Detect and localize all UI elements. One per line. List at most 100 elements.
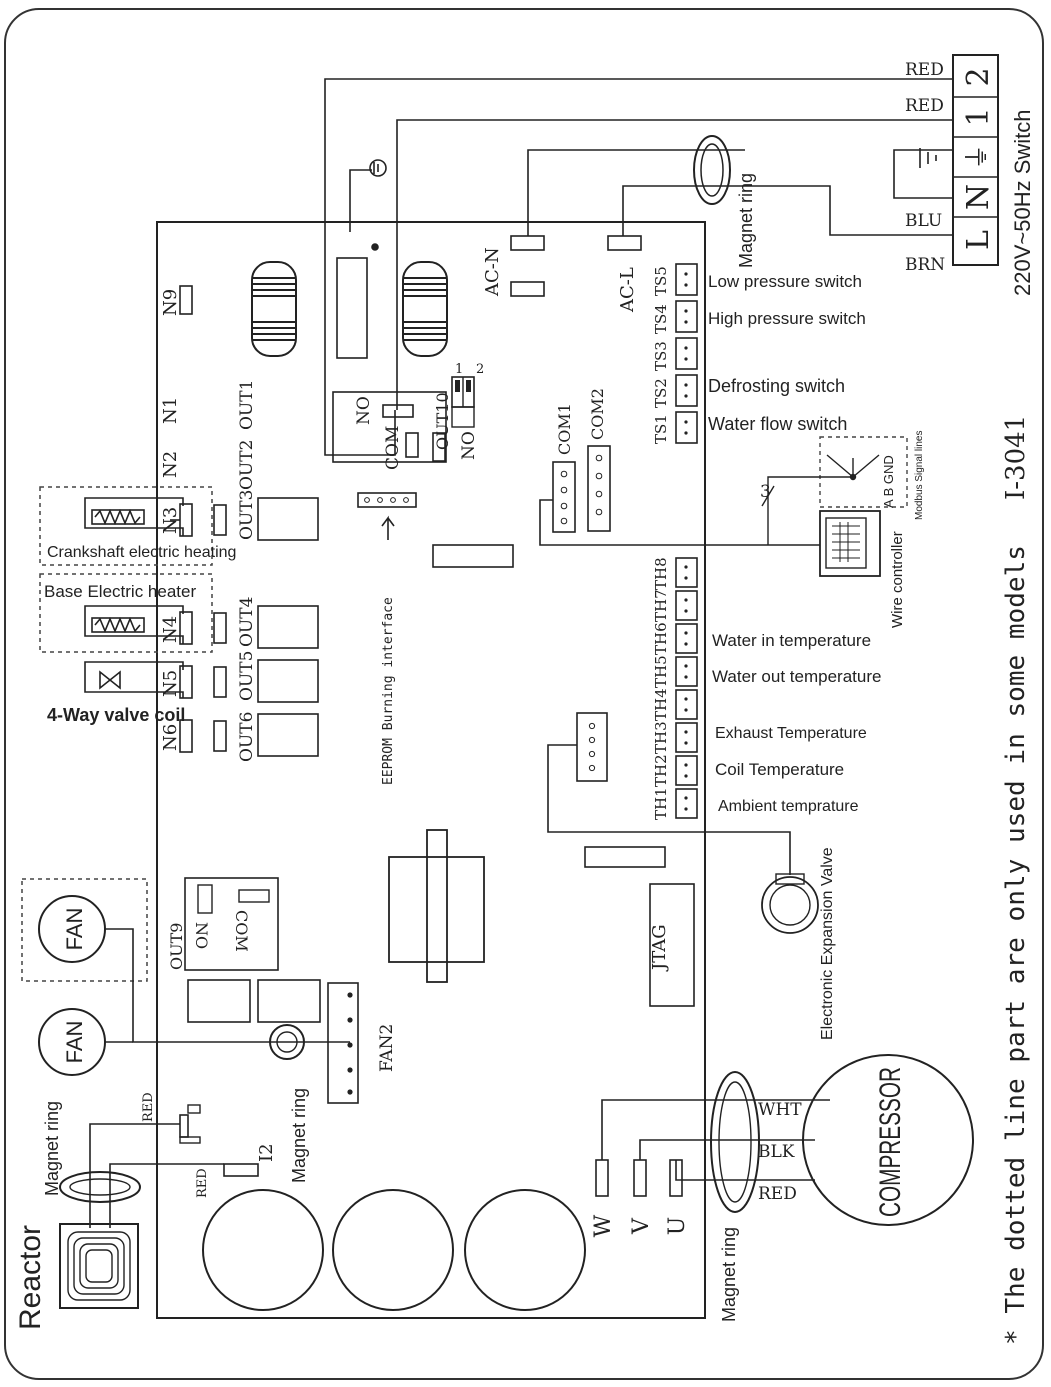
n6-label: N6 — [160, 724, 181, 751]
out9-label: OUT9 — [167, 923, 186, 970]
terminal-earth: ⏚ — [962, 144, 992, 170]
magnet-ring-reactor — [59, 1171, 141, 1203]
controller-3-label: 3 — [760, 482, 771, 502]
modbus-dotted-box — [819, 436, 908, 508]
outer-frame — [4, 8, 1044, 1380]
ts2-label: TS2 — [652, 378, 670, 408]
terminal-l: L — [961, 230, 996, 250]
magnet-ring-top-label: Magnet ring — [736, 173, 756, 268]
jtag-connector — [649, 883, 695, 1007]
red-label: RED — [758, 1184, 797, 1204]
wire-controller-icon — [819, 510, 881, 577]
terminal-block: 2 1 ⏚ N L — [952, 54, 999, 266]
out10-pin-2: 2 — [476, 362, 484, 377]
n5-label: N5 — [160, 670, 181, 697]
ts-pins — [684, 272, 688, 435]
water-out-label: Water out temperature — [712, 667, 881, 686]
th8-label: TH8 — [652, 557, 670, 590]
com-wire — [539, 499, 820, 546]
water-flow-label: Water flow switch — [708, 414, 847, 434]
n4-label: N4 — [160, 616, 181, 643]
fan-1-label: FAN — [62, 908, 87, 951]
ambient-label: Ambient temprature — [718, 798, 859, 815]
reactor-terminal-1 — [179, 1114, 189, 1138]
out3-row — [179, 497, 319, 541]
crankshaft-label: Crankshaft electric heating — [47, 544, 236, 561]
jtag-label: JTAG — [649, 924, 670, 972]
exhaust-label: Exhaust Temperature — [715, 725, 867, 742]
crankshaft-heater-icon — [84, 497, 184, 536]
ac-n-connector — [510, 235, 545, 251]
out1-label: OUT1 — [237, 380, 257, 430]
n9-label: N9 — [160, 289, 181, 316]
reactor-terminal-2 — [223, 1163, 259, 1177]
out5-label: OUT5 — [237, 651, 257, 701]
coil-temp-label: Coil Temperature — [715, 760, 844, 779]
compressor-label: COMPRESSOR — [874, 1067, 907, 1217]
n2-label: N2 — [160, 451, 181, 478]
th5-label: TH5 — [652, 655, 670, 688]
out9-com-label: COM — [232, 910, 251, 952]
relay-block — [332, 391, 447, 463]
relay-no-label: NO — [354, 396, 374, 425]
th3-label: TH3 — [652, 721, 670, 754]
u-label: U — [665, 1217, 690, 1236]
base-heater-dotted-box — [39, 573, 213, 653]
wire-controller-label: Wire controller — [889, 531, 906, 628]
board-relay-b — [257, 979, 321, 1023]
th7-label: TH7 — [652, 589, 670, 622]
th2-label: TH2 — [652, 754, 670, 787]
out10-no-label: NO — [459, 431, 479, 460]
magnet-ring-reactor-label: Magnet ring — [42, 1101, 62, 1196]
board-relay-a — [187, 979, 251, 1023]
reactor-coil — [67, 1231, 131, 1301]
ts-connectors — [675, 263, 698, 444]
ts5-label: TS5 — [652, 266, 670, 296]
com1-label: COM1 — [555, 403, 574, 455]
eev-icon — [761, 876, 819, 934]
out9-relay — [184, 877, 279, 971]
fan2-label: FAN2 — [377, 1024, 397, 1072]
out10-relay — [432, 432, 446, 462]
capacitor-3 — [464, 1189, 586, 1311]
reactor-icon — [59, 1223, 139, 1309]
wht-label: WHT — [758, 1100, 802, 1120]
reactor-label: Reactor — [14, 1225, 47, 1330]
power-wiring — [324, 78, 953, 456]
magnet-ring-top — [693, 135, 731, 205]
four-way-valve-icon — [84, 661, 184, 698]
power-switch-label: 220V~50Hz Switch — [1010, 110, 1035, 297]
out2-label: OUT2 — [237, 440, 257, 490]
board-chip-2 — [584, 846, 666, 868]
choke-coil-2 — [402, 261, 448, 357]
out10-pin-1: 1 — [455, 362, 463, 377]
th1-label: TH1 — [652, 787, 670, 820]
terminal-n: N — [961, 184, 996, 210]
eeprom-arrow — [381, 515, 395, 540]
ts3-label: TS3 — [652, 341, 670, 371]
th4-label: TH4 — [652, 688, 670, 721]
ac-l-label: AC-L — [617, 267, 638, 313]
four-way-valve-label: 4-Way valve coil — [47, 705, 185, 725]
th-connectors — [675, 557, 698, 819]
w-label: W — [591, 1214, 616, 1237]
eev-label: Electronic Expansion Valve — [819, 847, 836, 1040]
transformer — [388, 829, 485, 983]
defrosting-label: Defrosting switch — [708, 376, 845, 396]
out5-row — [179, 659, 319, 703]
v-label: V — [629, 1217, 654, 1235]
magnet-ring-fan-label: Magnet ring — [289, 1088, 309, 1183]
wire-label-red-1: RED — [905, 60, 944, 80]
wire-label-blu: BLU — [905, 211, 942, 231]
capacitor-2 — [332, 1189, 454, 1311]
magnet-ring-comp-label: Magnet ring — [719, 1227, 739, 1322]
eeprom-label: EEPROM Burning interface — [381, 597, 396, 785]
low-pressure-label: Low pressure switch — [708, 272, 862, 291]
ac-n-label: AC-N — [482, 247, 503, 297]
relay-com-label: COM — [383, 426, 403, 470]
out3-label: OUT3 — [237, 490, 257, 540]
board-slot — [336, 257, 368, 359]
th6-label: TH6 — [652, 622, 670, 655]
eev-connector — [576, 712, 608, 782]
